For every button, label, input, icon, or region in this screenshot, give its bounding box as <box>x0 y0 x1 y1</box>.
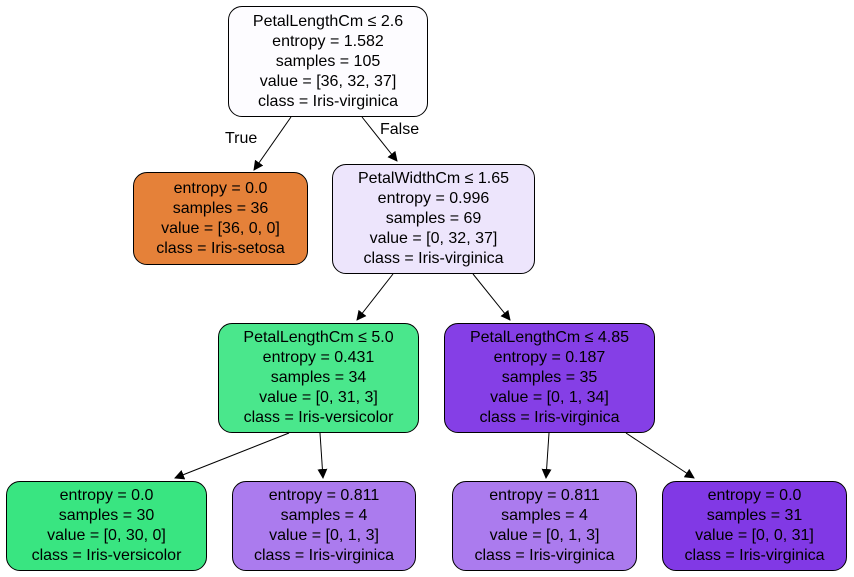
edge-petallength5-to-leaf4a <box>317 432 328 479</box>
edge-root-to-setosa <box>253 116 292 171</box>
node-leaf-versicolor-30-value: value = [0, 30, 0] <box>47 527 166 544</box>
node-petallength-5: PetalLengthCm ≤ 5.0 entropy = 0.431 samp… <box>218 323 419 433</box>
edge-petallength5-to-leaf30 <box>174 432 290 480</box>
node-leaf-setosa: entropy = 0.0 samples = 36 value = [36, … <box>133 172 308 265</box>
node-petalwidth-value: value = [0, 32, 37] <box>369 230 498 247</box>
node-leaf-virginica-4a: entropy = 0.811 samples = 4 value = [0, … <box>232 481 416 571</box>
node-petallength-485-split: PetalLengthCm ≤ 4.85 <box>469 329 630 346</box>
edge-petallength485-to-leaf31 <box>625 432 695 479</box>
node-petalwidth-class: class = Iris-virginica <box>363 250 504 267</box>
edge-petalwidth-to-petallength5 <box>356 273 394 321</box>
node-petalwidth-split: PetalWidthCm ≤ 1.65 <box>357 170 510 187</box>
edge-petalwidth-to-petallength485 <box>472 273 511 321</box>
node-leaf-virginica-4a-class: class = Iris-virginica <box>253 547 395 564</box>
node-petallength-5-entropy: entropy = 0.431 <box>262 349 375 366</box>
node-leaf-setosa-samples: samples = 36 <box>172 199 269 217</box>
node-petallength-485-samples: samples = 35 <box>501 369 598 386</box>
node-petalwidth: PetalWidthCm ≤ 1.65 entropy = 0.996 samp… <box>332 164 535 274</box>
node-root-class: class = Iris-virginica <box>257 92 399 110</box>
node-petallength-485-class: class = Iris-virginica <box>479 409 620 426</box>
node-leaf-virginica-4a-entropy: entropy = 0.811 <box>268 487 380 504</box>
node-leaf-virginica-4a-value: value = [0, 1, 3] <box>269 527 379 544</box>
node-root-split: PetalLengthCm ≤ 2.6 <box>252 12 404 30</box>
node-petalwidth-entropy: entropy = 0.996 <box>377 190 490 207</box>
node-leaf-versicolor-30-entropy: entropy = 0.0 <box>59 487 154 504</box>
node-root-value: value = [36, 32, 37] <box>259 72 397 90</box>
node-leaf-virginica-4b-entropy: entropy = 0.811 <box>489 487 600 504</box>
edge-label-true: True <box>225 130 258 147</box>
node-leaf-virginica-4b: entropy = 0.811 samples = 4 value = [0, … <box>452 481 637 571</box>
node-petallength-485-value: value = [0, 1, 34] <box>490 389 609 406</box>
node-leaf-setosa-value: value = [36, 0, 0] <box>161 219 280 237</box>
edge-root-to-petalwidth <box>361 116 398 162</box>
node-root-samples: samples = 105 <box>275 52 381 70</box>
node-petallength-5-split: PetalLengthCm ≤ 5.0 <box>243 329 394 346</box>
node-leaf-versicolor-30-class: class = Iris-versicolor <box>31 547 182 564</box>
node-leaf-virginica-31: entropy = 0.0 samples = 31 value = [0, 0… <box>662 481 847 571</box>
edge-label-false: False <box>380 121 420 138</box>
node-petallength-5-class: class = Iris-versicolor <box>243 409 394 426</box>
node-leaf-virginica-4b-samples: samples = 4 <box>501 507 588 524</box>
node-leaf-setosa-class: class = Iris-setosa <box>156 239 285 257</box>
node-leaf-setosa-entropy: entropy = 0.0 <box>173 179 268 197</box>
node-leaf-virginica-4b-value: value = [0, 1, 3] <box>489 527 600 544</box>
node-petallength-485: PetalLengthCm ≤ 4.85 entropy = 0.187 sam… <box>444 323 655 433</box>
node-leaf-virginica-31-value: value = [0, 0, 31] <box>695 527 814 544</box>
node-leaf-versicolor-30: entropy = 0.0 samples = 30 value = [0, 3… <box>6 481 207 571</box>
node-leaf-virginica-4b-class: class = Iris-virginica <box>474 547 615 564</box>
node-root: PetalLengthCm ≤ 2.6 entropy = 1.582 samp… <box>228 6 428 117</box>
node-leaf-virginica-31-class: class = Iris-virginica <box>684 547 825 564</box>
node-petalwidth-samples: samples = 69 <box>385 210 482 227</box>
node-root-entropy: entropy = 1.582 <box>272 32 384 50</box>
node-petallength-5-value: value = [0, 31, 3] <box>259 389 378 406</box>
node-leaf-versicolor-30-samples: samples = 30 <box>58 507 155 524</box>
node-petallength-485-entropy: entropy = 0.187 <box>493 349 606 366</box>
node-leaf-virginica-31-entropy: entropy = 0.0 <box>707 487 802 504</box>
node-petallength-5-samples: samples = 34 <box>270 369 367 386</box>
edge-petallength485-to-leaf4b <box>541 432 552 479</box>
node-leaf-virginica-31-samples: samples = 31 <box>706 507 803 524</box>
node-leaf-virginica-4a-samples: samples = 4 <box>280 507 368 524</box>
